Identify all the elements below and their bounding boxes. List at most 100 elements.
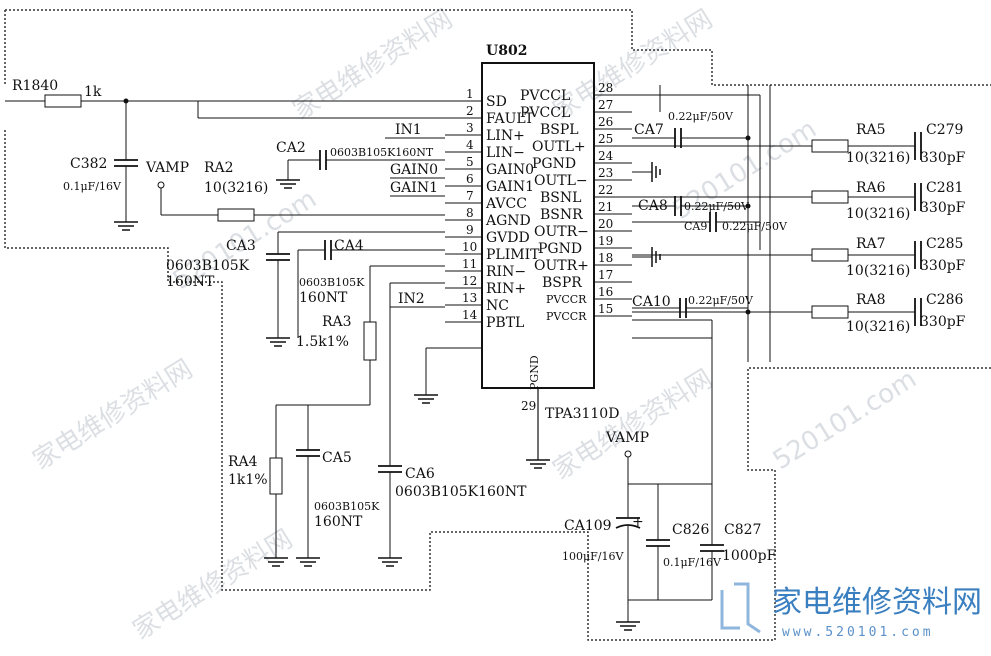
svg-text:PGND: PGND — [532, 156, 576, 172]
svg-text:1: 1 — [466, 87, 474, 101]
gain0-label: GAIN0 — [390, 162, 438, 178]
capacitor-ca3: CA3 0603B105K 160NT — [166, 231, 445, 347]
svg-text:10(3216): 10(3216) — [846, 263, 910, 279]
svg-text:CA6: CA6 — [405, 466, 435, 482]
svg-text:0.1μF/16V: 0.1μF/16V — [663, 556, 722, 569]
svg-text:CA9: CA9 — [684, 220, 707, 233]
svg-text:7: 7 — [466, 189, 474, 203]
svg-text:C382: C382 — [70, 156, 107, 172]
capacitor-c382: C382 0.1μF/16V — [63, 101, 138, 231]
svg-text:0603B105K: 0603B105K — [314, 500, 380, 513]
svg-text:14: 14 — [462, 308, 478, 322]
svg-text:C285: C285 — [926, 236, 963, 252]
capacitor-ca2: CA2 0603B105K160NT — [276, 140, 445, 189]
svg-text:21: 21 — [598, 200, 613, 214]
svg-text:1.5k1%: 1.5k1% — [296, 334, 349, 350]
svg-text:C279: C279 — [926, 122, 963, 138]
svg-text:PVCCL: PVCCL — [520, 105, 570, 121]
svg-text:0.22μF/50V: 0.22μF/50V — [688, 294, 754, 307]
svg-text:330pF: 330pF — [920, 258, 966, 274]
sd-net: R1840 1k — [5, 78, 445, 119]
resistor-ra8 — [811, 305, 849, 319]
resistor-ra7 — [811, 248, 849, 262]
svg-text:CA10: CA10 — [632, 294, 671, 310]
svg-text:3: 3 — [466, 121, 474, 135]
chip-part: TPA3110D — [545, 406, 619, 422]
svg-text:OUTL+: OUTL+ — [532, 139, 586, 155]
svg-text:RA7: RA7 — [856, 236, 886, 252]
svg-text:GVDD: GVDD — [486, 230, 530, 246]
svg-text:0.22μF/50V: 0.22μF/50V — [684, 200, 750, 213]
svg-text:PBTL: PBTL — [486, 315, 524, 331]
svg-text:23: 23 — [598, 166, 613, 180]
svg-text:10(3216): 10(3216) — [204, 180, 268, 196]
resistor-ra4 — [269, 457, 283, 495]
svg-text:25: 25 — [598, 132, 613, 146]
svg-text:12: 12 — [462, 274, 477, 288]
svg-text:RA4: RA4 — [228, 454, 258, 470]
brand-watermark: 家电维修资料网 www.520101.com — [720, 582, 982, 640]
svg-text:2: 2 — [466, 104, 474, 118]
svg-text:GAIN0: GAIN0 — [486, 162, 534, 178]
output-filters: RA5 10(3216) C279 330pF RA6 10(3216) C28… — [632, 85, 966, 362]
svg-text:24: 24 — [598, 149, 614, 163]
svg-text:CA5: CA5 — [322, 450, 352, 466]
svg-text:AGND: AGND — [485, 213, 531, 229]
watermark-text: 520101.com — [768, 364, 922, 476]
watermark-text: 家电维修资料网 — [28, 354, 198, 476]
svg-text:4: 4 — [466, 138, 474, 152]
svg-text:CA8: CA8 — [638, 198, 668, 214]
svg-text:CA2: CA2 — [276, 140, 306, 156]
avcc-net: VAMP RA2 10(3216) — [145, 160, 445, 222]
svg-text:160NT: 160NT — [166, 274, 215, 290]
chip-pgnd-label: PGND — [528, 355, 541, 390]
in2-label: IN2 — [398, 291, 425, 307]
brand-text: 家电维修资料网 — [772, 585, 982, 620]
svg-text:28: 28 — [598, 81, 613, 95]
resistor-ra5 — [811, 139, 849, 153]
brand-logo-icon — [720, 582, 761, 634]
svg-text:RA6: RA6 — [856, 180, 886, 196]
svg-text:LIN+: LIN+ — [486, 128, 525, 144]
svg-text:10(3216): 10(3216) — [846, 319, 910, 335]
watermark-text: 家电维修资料网 — [288, 4, 458, 126]
svg-text:26: 26 — [598, 115, 613, 129]
capacitor-ca4: CA4 0603B105K 160NT — [297, 238, 445, 338]
svg-text:0603B105K160NT: 0603B105K160NT — [330, 146, 434, 159]
svg-text:BSPL: BSPL — [540, 122, 579, 138]
svg-text:19: 19 — [598, 234, 613, 248]
svg-text:AVCC: AVCC — [485, 196, 527, 212]
svg-text:11: 11 — [462, 257, 477, 271]
svg-text:LIN−: LIN− — [486, 145, 525, 161]
svg-text:C286: C286 — [926, 292, 964, 308]
svg-text:0.22μF/50V: 0.22μF/50V — [722, 220, 788, 233]
svg-text:6: 6 — [466, 172, 474, 186]
svg-text:GAIN1: GAIN1 — [486, 179, 534, 195]
vamp-bottom-label: VAMP — [605, 430, 649, 446]
plimit-network: RA3 1.5k1% RA4 1k1% CA5 0603B105K 160NT … — [228, 265, 527, 567]
svg-text:C827: C827 — [724, 522, 761, 538]
resistor-ra3 — [363, 321, 377, 361]
svg-text:BSNR: BSNR — [540, 207, 583, 223]
svg-text:20: 20 — [598, 217, 613, 231]
brand-url: www.520101.com — [782, 625, 934, 640]
svg-text:22: 22 — [598, 183, 613, 197]
